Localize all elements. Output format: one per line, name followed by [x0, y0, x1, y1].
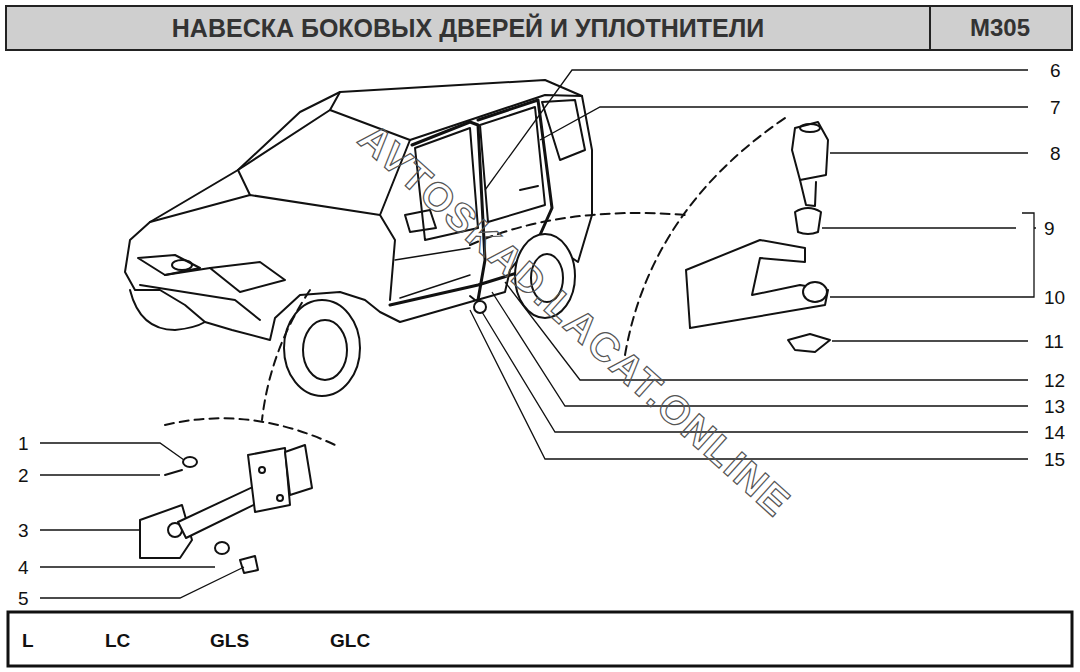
callout-number: 8 — [1050, 144, 1061, 163]
callout-number: 5 — [18, 589, 29, 608]
callout-number: 14 — [1044, 423, 1065, 442]
callout-number: 13 — [1044, 397, 1065, 416]
trim-level: LC — [105, 631, 130, 650]
callout-number: 3 — [18, 521, 29, 540]
callout-number: 10 — [1044, 288, 1065, 307]
callout-number: 4 — [18, 558, 29, 577]
callout-number: 6 — [1050, 61, 1061, 80]
callout-number: 1 — [18, 434, 29, 453]
trim-level: GLS — [210, 631, 249, 650]
trim-level: GLC — [330, 631, 370, 650]
trim-level: L — [22, 631, 34, 650]
callout-number: 12 — [1044, 371, 1065, 390]
callout-number: 7 — [1050, 98, 1061, 117]
sheet-code: М305 — [970, 16, 1030, 40]
callout-number: 9 — [1044, 219, 1055, 238]
page-title: НАВЕСКА БОКОВЫХ ДВЕРЕЙ И УПЛОТНИТЕЛИ — [172, 16, 764, 41]
callout-number: 2 — [18, 466, 29, 485]
callout-number: 11 — [1044, 332, 1064, 351]
callout-number: 15 — [1044, 450, 1065, 469]
